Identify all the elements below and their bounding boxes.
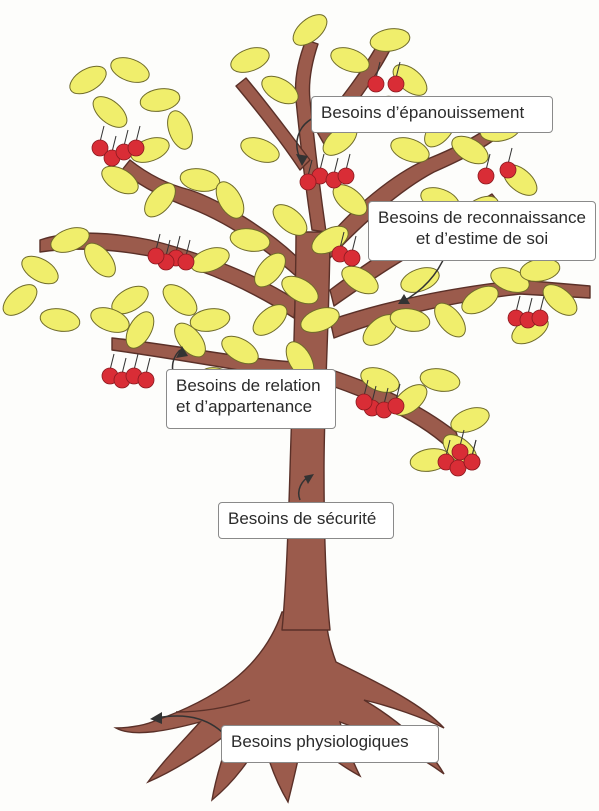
cherry-stem xyxy=(112,136,116,152)
label-text-line2: et d’estime de soi xyxy=(378,228,586,249)
leaf xyxy=(65,60,111,99)
cherry-stem xyxy=(110,354,114,370)
leaf xyxy=(237,133,282,167)
cherry xyxy=(450,460,466,476)
cherry xyxy=(388,398,404,414)
cherry-stem xyxy=(122,358,126,374)
leaf xyxy=(38,306,81,335)
cherry xyxy=(356,394,372,410)
cherry-stem xyxy=(334,158,338,174)
label-self-actualization: Besoins d’épanouissement xyxy=(311,96,553,133)
cherry xyxy=(368,76,384,92)
cherry-stem xyxy=(346,154,350,170)
cherry-stem xyxy=(136,126,140,142)
cherry xyxy=(148,248,164,264)
cherry-stem xyxy=(540,296,544,312)
label-physiological: Besoins physiologiques xyxy=(221,725,439,763)
cherry xyxy=(464,454,480,470)
cherry xyxy=(138,372,154,388)
cherry xyxy=(338,168,354,184)
leaf xyxy=(138,86,181,115)
cherry xyxy=(128,140,144,156)
leaf xyxy=(107,53,152,87)
cherry-stem xyxy=(352,236,356,252)
cherry xyxy=(388,76,404,92)
label-safety: Besoins de sécurité xyxy=(218,502,394,539)
cherry-stem xyxy=(124,130,128,146)
label-text-line1: Besoins de relation xyxy=(176,375,326,396)
cherry-stem xyxy=(146,358,150,374)
cherry xyxy=(478,168,494,184)
cherry-stem xyxy=(134,354,138,370)
label-text-line1: Besoins de reconnaissance xyxy=(378,207,586,228)
label-text: Besoins d’épanouissement xyxy=(321,102,543,123)
cherry xyxy=(178,254,194,270)
cherry-stem xyxy=(516,296,520,312)
label-text: Besoins physiologiques xyxy=(231,731,429,752)
leaf xyxy=(17,250,63,289)
cherry xyxy=(344,250,360,266)
leaf xyxy=(0,279,42,322)
label-text: Besoins de sécurité xyxy=(228,508,384,529)
cherry-stem xyxy=(320,154,324,170)
leaf xyxy=(397,263,442,297)
roots xyxy=(116,612,444,802)
cherry xyxy=(300,174,316,190)
cherry-stem xyxy=(528,298,532,314)
cherry xyxy=(500,162,516,178)
leaf xyxy=(88,91,133,134)
label-text-line2: et d’appartenance xyxy=(176,396,326,417)
label-belonging: Besoins de relation et d’appartenance xyxy=(166,369,336,429)
cherry-stem xyxy=(100,126,104,142)
label-esteem: Besoins de reconnaissance et d’estime de… xyxy=(368,201,596,261)
cherry xyxy=(532,310,548,326)
leaf xyxy=(227,43,272,77)
cherry-stem xyxy=(508,148,512,164)
